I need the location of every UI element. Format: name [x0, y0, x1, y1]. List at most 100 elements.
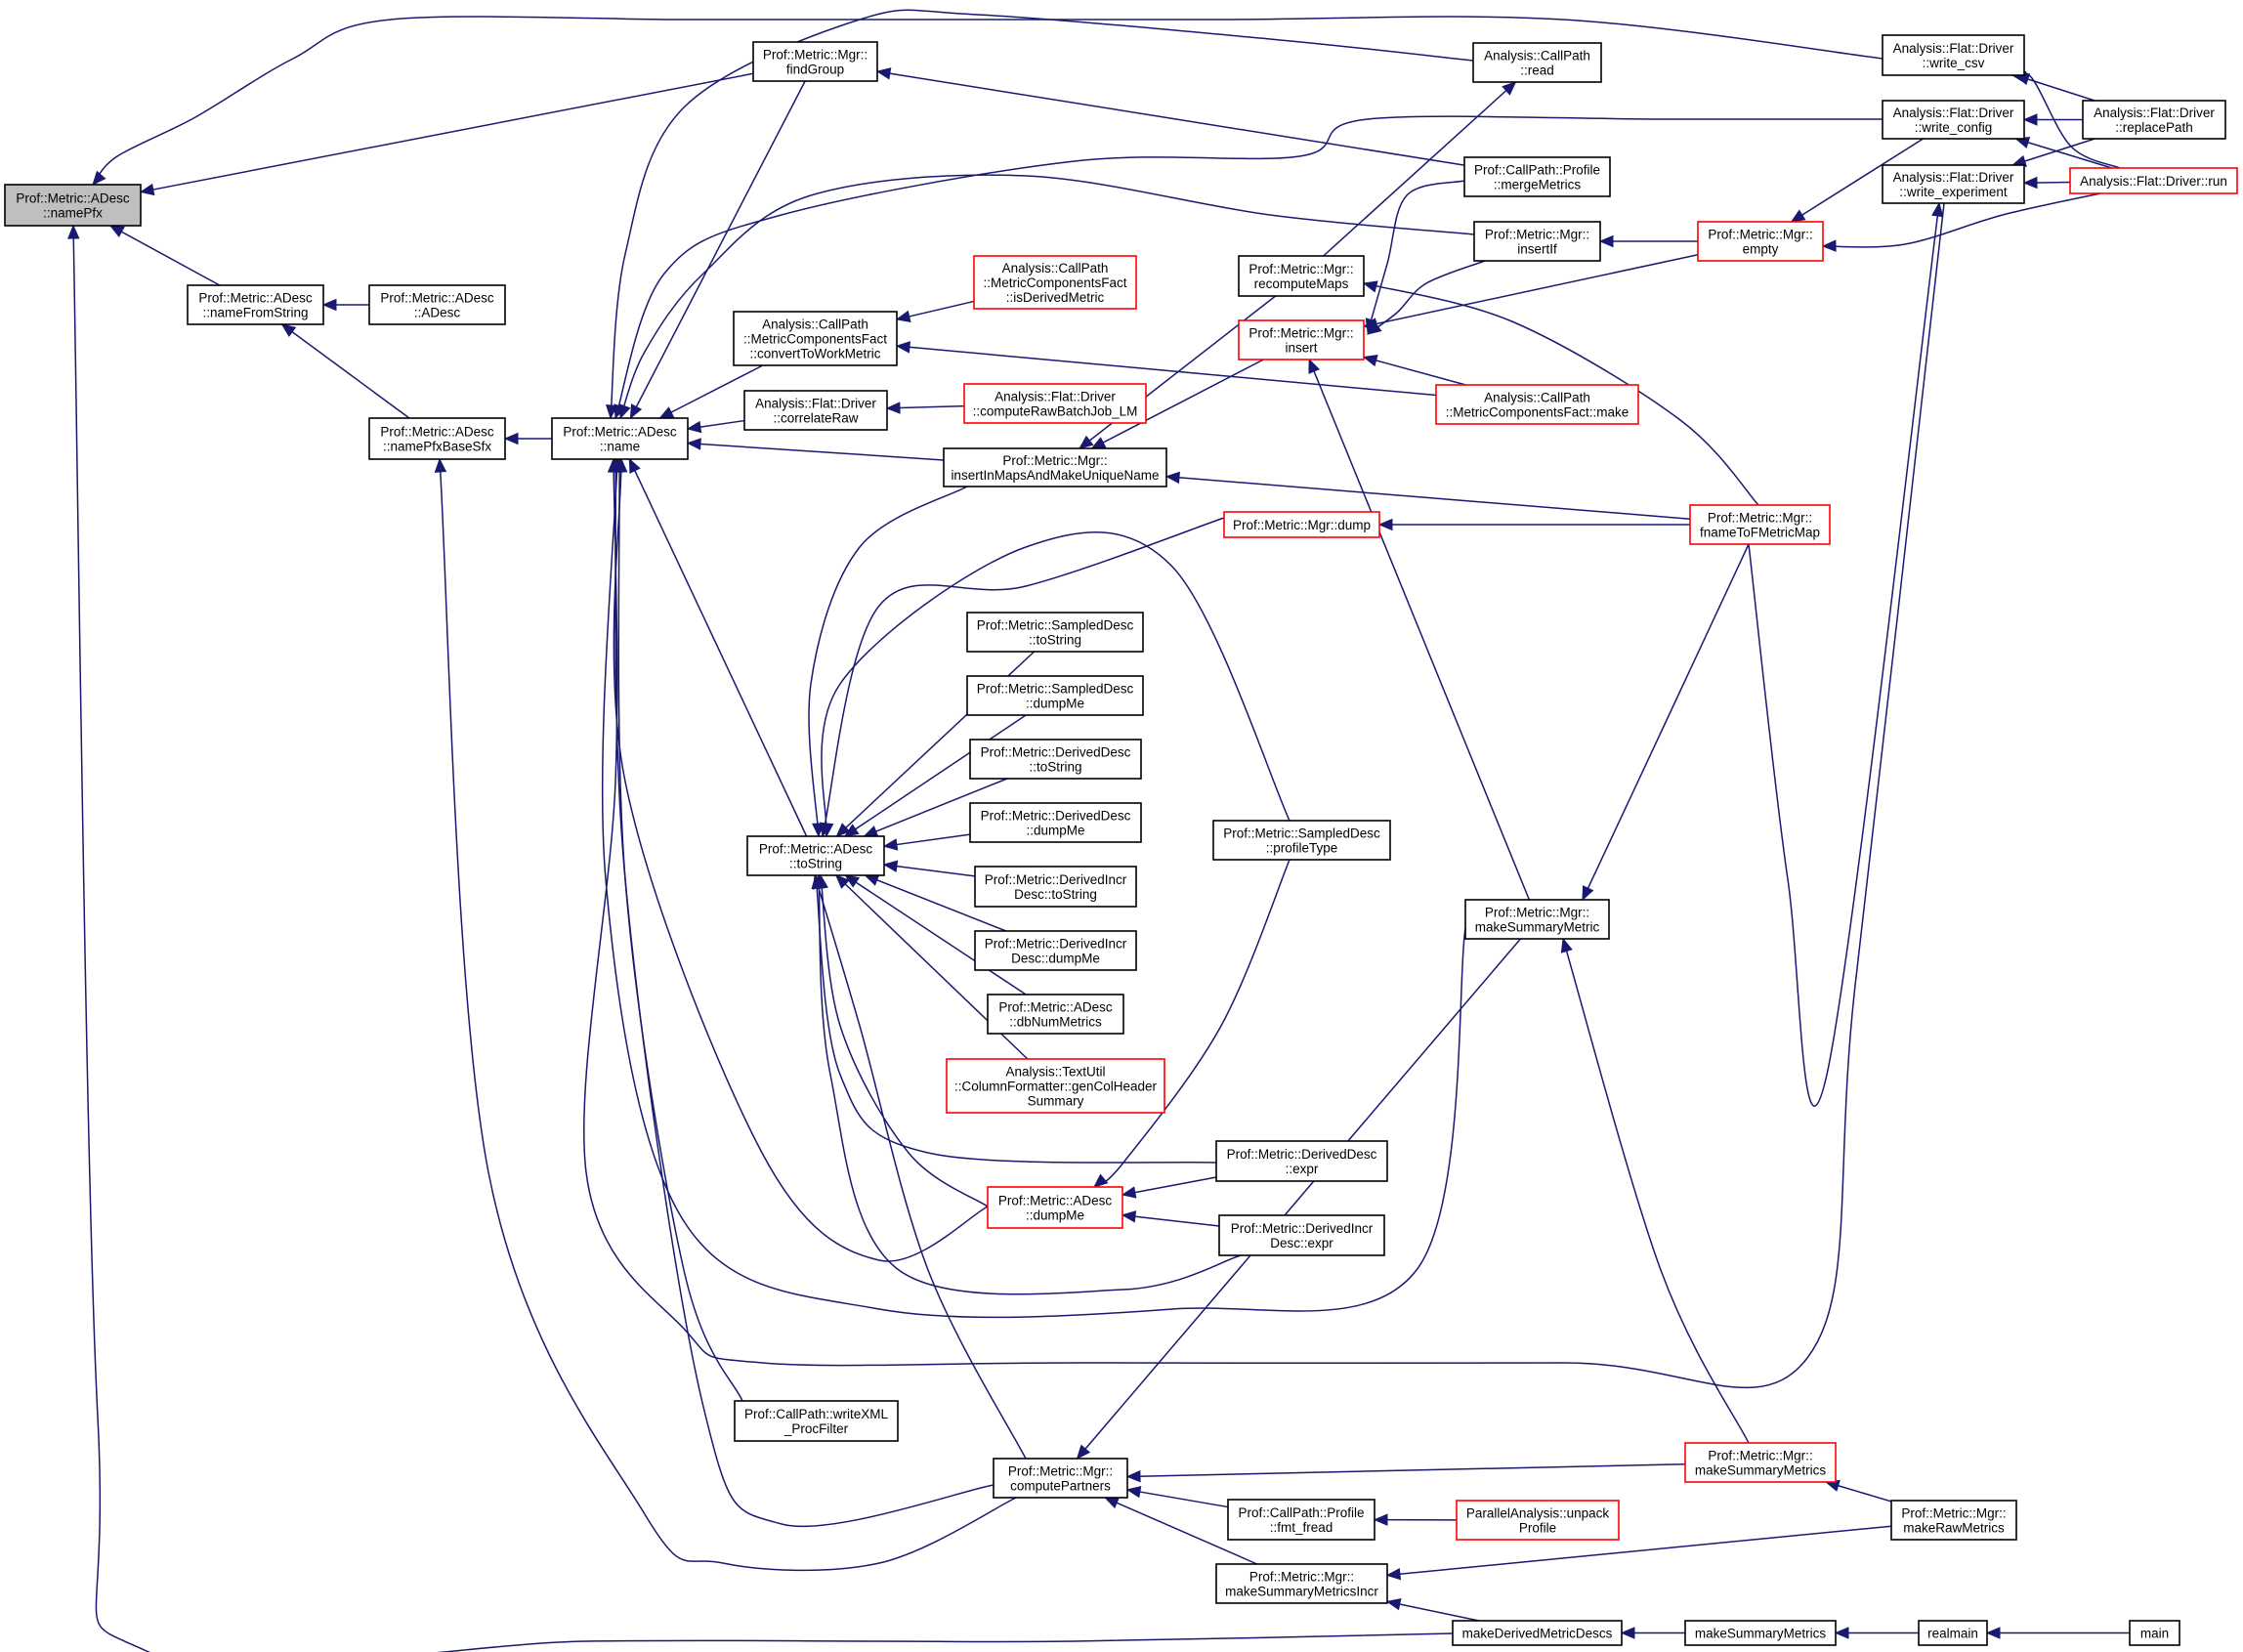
node-namepfx[interactable]: Prof::Metric::ADesc::namePfx — [4, 184, 142, 227]
node-box[interactable] — [746, 835, 885, 876]
node-write-experiment[interactable]: Analysis::Flat::Driver::write_experiment — [1882, 164, 2025, 204]
node-box[interactable] — [1464, 899, 1610, 940]
node-box[interactable] — [1472, 42, 1602, 83]
node-box[interactable] — [993, 1458, 1128, 1499]
node-box[interactable] — [973, 255, 1137, 310]
node-write-config[interactable]: Analysis::Flat::Driver::write_config — [1882, 100, 2025, 140]
node-replacepath[interactable]: Analysis::Flat::Driver::replacePath — [2082, 100, 2226, 140]
node-box[interactable] — [987, 1186, 1123, 1229]
node-box[interactable] — [1473, 221, 1601, 262]
node-box[interactable] — [1223, 511, 1380, 538]
node-box[interactable] — [551, 417, 689, 460]
node-dbnummetrics[interactable]: Prof::Metric::ADesc::dbNumMetrics — [987, 994, 1124, 1035]
node-gencolheader[interactable]: Analysis::TextUtil::ColumnFormatter::gen… — [946, 1058, 1165, 1114]
node-dumpme[interactable]: Prof::Metric::ADesc::dumpMe — [987, 1186, 1123, 1229]
node-box[interactable] — [969, 802, 1142, 843]
node-computerawbatchjob[interactable]: Analysis::Flat::Driver::computeRawBatchJ… — [963, 383, 1147, 424]
node-box[interactable] — [1227, 1499, 1375, 1541]
node-insertif[interactable]: Prof::Metric::Mgr::insertIf — [1473, 221, 1601, 262]
node-box[interactable] — [1689, 504, 1831, 545]
node-box[interactable] — [1697, 221, 1824, 262]
node-mergemetrics[interactable]: Prof::CallPath::Profile::mergeMetrics — [1463, 156, 1611, 197]
node-box[interactable] — [963, 383, 1147, 424]
node-box[interactable] — [743, 390, 888, 431]
node-box[interactable] — [733, 311, 898, 366]
node-box[interactable] — [966, 612, 1144, 653]
node-cp-read[interactable]: Analysis::CallPath::read — [1472, 42, 1602, 83]
node-namefromstring[interactable]: Prof::Metric::ADesc::nameFromString — [187, 284, 324, 325]
node-makesummarymetricsincr[interactable]: Prof::Metric::Mgr::makeSummaryMetricsInc… — [1215, 1563, 1388, 1604]
node-makesummarymetrics-mgr[interactable]: Prof::Metric::Mgr::makeSummaryMetrics — [1684, 1442, 1837, 1483]
node-box[interactable] — [1238, 255, 1365, 297]
node-box[interactable] — [752, 41, 878, 82]
node-makerawmetrics[interactable]: Prof::Metric::Mgr::makeRawMetrics — [1890, 1500, 2017, 1541]
node-dd-expr[interactable]: Prof::Metric::DerivedDesc::expr — [1215, 1140, 1388, 1182]
node-namepfxbasesfx[interactable]: Prof::Metric::ADesc::namePfxBaseSfx — [368, 417, 506, 460]
node-findgroup[interactable]: Prof::Metric::Mgr::findGroup — [752, 41, 878, 82]
node-isderivedmetric[interactable]: Analysis::CallPath::MetricComponentsFact… — [973, 255, 1137, 310]
node-box[interactable] — [969, 739, 1142, 780]
node-box[interactable] — [734, 1400, 899, 1442]
node-mcf-make[interactable]: Analysis::CallPath::MetricComponentsFact… — [1435, 384, 1639, 425]
node-insertinmaps[interactable]: Prof::Metric::Mgr::insertInMapsAndMakeUn… — [943, 447, 1167, 487]
node-mgr-dump[interactable]: Prof::Metric::Mgr::dump — [1223, 511, 1380, 538]
node-insert[interactable]: Prof::Metric::Mgr::insert — [1238, 319, 1365, 360]
node-box[interactable] — [2069, 167, 2238, 194]
node-box[interactable] — [1463, 156, 1611, 197]
node-box[interactable] — [1882, 100, 2025, 140]
node-box[interactable] — [966, 675, 1144, 716]
node-box[interactable] — [1882, 34, 2025, 76]
node-makederivedmetricdescs[interactable]: makeDerivedMetricDescs — [1452, 1620, 1623, 1646]
node-box[interactable] — [1890, 1500, 2017, 1541]
node-dd-dumpme[interactable]: Prof::Metric::DerivedDesc::dumpMe — [969, 802, 1142, 843]
node-writexml[interactable]: Prof::CallPath::writeXML_ProcFilter — [734, 1400, 899, 1442]
node-sd-tostring[interactable]: Prof::Metric::SampledDesc::toString — [966, 612, 1144, 653]
node-box[interactable] — [1215, 1140, 1388, 1182]
node-realmain[interactable]: realmain — [1918, 1620, 1988, 1646]
node-box[interactable] — [1452, 1620, 1623, 1646]
node-box[interactable] — [2082, 100, 2226, 140]
node-box[interactable] — [4, 184, 142, 227]
node-box[interactable] — [187, 284, 324, 325]
node-name[interactable]: Prof::Metric::ADesc::name — [551, 417, 689, 460]
node-box[interactable] — [1456, 1500, 1620, 1541]
node-box[interactable] — [1238, 319, 1365, 360]
node-makesummarymetric[interactable]: Prof::Metric::Mgr::makeSummaryMetric — [1464, 899, 1610, 940]
node-recomputemaps[interactable]: Prof::Metric::Mgr::recomputeMaps — [1238, 255, 1365, 297]
node-box[interactable] — [1435, 384, 1639, 425]
node-box[interactable] — [368, 284, 506, 325]
node-box[interactable] — [1218, 1214, 1385, 1256]
node-box[interactable] — [368, 417, 506, 460]
node-box[interactable] — [1684, 1620, 1837, 1646]
node-computepartners[interactable]: Prof::Metric::Mgr::computePartners — [993, 1458, 1128, 1499]
node-run[interactable]: Analysis::Flat::Driver::run — [2069, 167, 2238, 194]
node-fnametofmetricmap[interactable]: Prof::Metric::Mgr::fnameToFMetricMap — [1689, 504, 1831, 545]
node-box[interactable] — [943, 447, 1167, 487]
node-profiletype[interactable]: Prof::Metric::SampledDesc::profileType — [1212, 820, 1391, 861]
node-tostring[interactable]: Prof::Metric::ADesc::toString — [746, 835, 885, 876]
node-correlateraw[interactable]: Analysis::Flat::Driver::correlateRaw — [743, 390, 888, 431]
node-adesc-ctor[interactable]: Prof::Metric::ADesc::ADesc — [368, 284, 506, 325]
node-makesummarymetrics[interactable]: makeSummaryMetrics — [1684, 1620, 1837, 1646]
node-box[interactable] — [974, 930, 1137, 971]
node-box[interactable] — [1882, 164, 2025, 204]
node-box[interactable] — [946, 1058, 1165, 1114]
node-empty[interactable]: Prof::Metric::Mgr::empty — [1697, 221, 1824, 262]
node-box[interactable] — [987, 994, 1124, 1035]
node-box[interactable] — [1215, 1563, 1388, 1604]
node-dd-tostring[interactable]: Prof::Metric::DerivedDesc::toString — [969, 739, 1142, 780]
node-box[interactable] — [974, 866, 1137, 908]
node-box[interactable] — [1684, 1442, 1837, 1483]
node-box[interactable] — [1212, 820, 1391, 861]
node-box[interactable] — [1918, 1620, 1988, 1646]
node-main[interactable]: main — [2129, 1620, 2180, 1646]
node-sd-dumpme[interactable]: Prof::Metric::SampledDesc::dumpMe — [966, 675, 1144, 716]
node-box[interactable] — [2129, 1620, 2180, 1646]
node-converttoworkmetric[interactable]: Analysis::CallPath::MetricComponentsFact… — [733, 311, 898, 366]
node-write-csv[interactable]: Analysis::Flat::Driver::write_csv — [1882, 34, 2025, 76]
node-fmt-fread[interactable]: Prof::CallPath::Profile::fmt_fread — [1227, 1499, 1375, 1541]
